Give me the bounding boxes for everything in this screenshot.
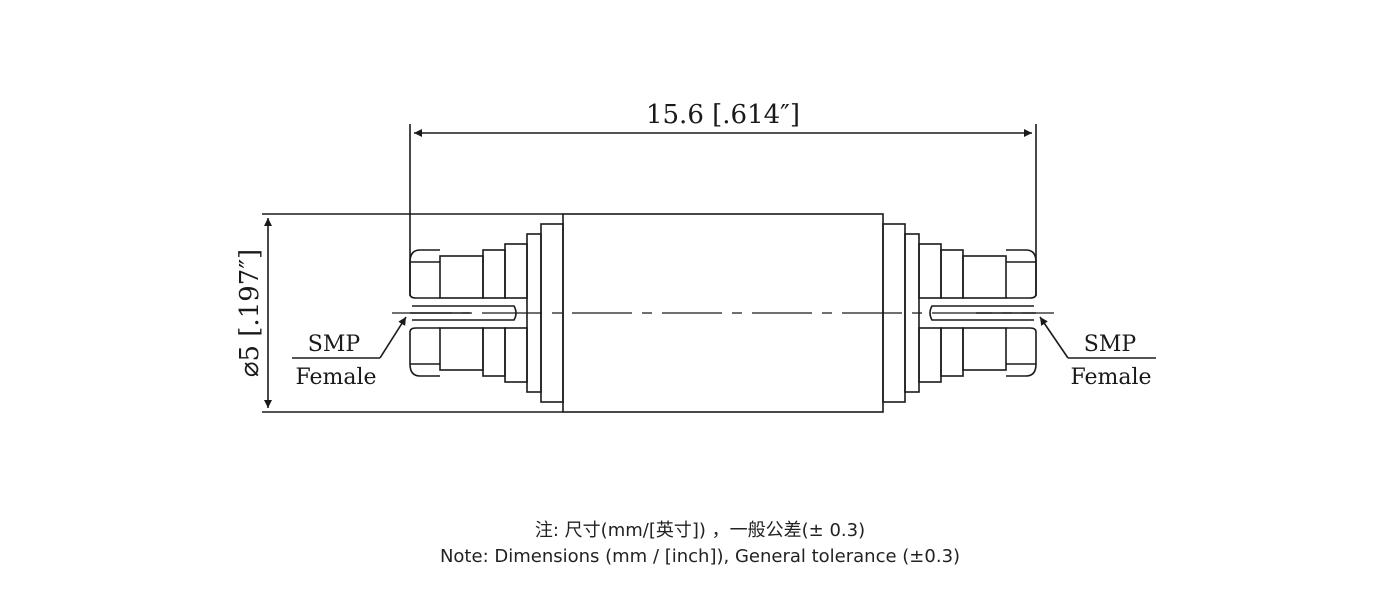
- note-chinese: 注: 尺寸(mm/[英寸]) ，一般公差(± 0.3): [534, 520, 866, 541]
- note-english: Note: Dimensions (mm / [inch]), General …: [439, 546, 961, 567]
- right-connector-type-label: SMP: [1084, 332, 1137, 357]
- dimension-notes: 注: 尺寸(mm/[英寸]) ，一般公差(± 0.3) Note: Dimens…: [0, 518, 1400, 570]
- length-dimension-lines: [409, 124, 1037, 296]
- length-dimension-label: 15.6 [.614″]: [646, 100, 800, 130]
- left-connector-type-label: SMP: [308, 332, 361, 357]
- right-connector-gender-label: Female: [1070, 365, 1151, 390]
- left-label-leader: [292, 316, 407, 359]
- right-label-leader: [1039, 316, 1156, 359]
- diameter-dimension-lines: [262, 213, 563, 413]
- diameter-dimension-label: ⌀5 [.197″]: [235, 249, 265, 377]
- left-connector-gender-label: Female: [295, 365, 376, 390]
